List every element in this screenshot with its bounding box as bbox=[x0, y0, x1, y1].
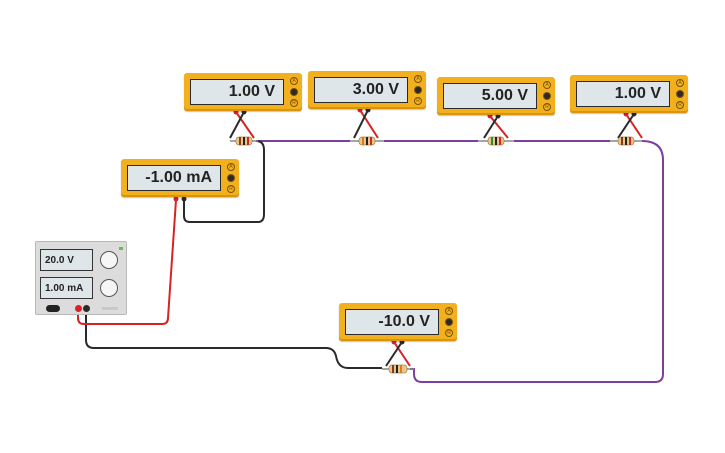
mode-v-button[interactable] bbox=[290, 88, 298, 96]
probe-leads bbox=[229, 109, 643, 367]
voltmeter-r5[interactable]: -10.0 V A R bbox=[339, 303, 457, 341]
mode-a-button[interactable]: A bbox=[414, 75, 422, 83]
mode-r-button[interactable]: R bbox=[290, 99, 298, 107]
supply-vent bbox=[102, 307, 118, 310]
voltmeter-r4[interactable]: 1.00 V A R bbox=[570, 75, 688, 113]
voltmeter-r3-display: 5.00 V bbox=[443, 83, 537, 109]
wire-supply-positive[interactable] bbox=[77, 199, 177, 325]
resistor-r1[interactable] bbox=[230, 136, 258, 146]
voltmeter-r2[interactable]: 3.00 V A R bbox=[308, 71, 426, 109]
ammeter-display: -1.00 mA bbox=[127, 165, 221, 191]
mode-a-button[interactable]: A bbox=[543, 81, 551, 89]
mode-r-button[interactable]: R bbox=[227, 185, 235, 193]
supply-voltage-display: 20.0 V bbox=[40, 249, 93, 271]
power-switch[interactable] bbox=[46, 305, 60, 312]
mode-r-button[interactable]: R bbox=[445, 329, 453, 337]
power-led-icon bbox=[119, 247, 123, 250]
wire-series-chain[interactable] bbox=[258, 140, 664, 383]
mode-v-button[interactable] bbox=[445, 318, 453, 326]
supply-current-display: 1.00 mA bbox=[40, 277, 93, 299]
mode-v-button[interactable] bbox=[414, 86, 422, 94]
mode-v-button[interactable] bbox=[227, 174, 235, 182]
voltmeter-r3[interactable]: 5.00 V A R bbox=[437, 77, 555, 115]
mode-r-button[interactable]: R bbox=[543, 103, 551, 111]
wire-supply-negative[interactable] bbox=[85, 309, 382, 369]
mode-v-button[interactable] bbox=[543, 92, 551, 100]
voltmeter-r2-display: 3.00 V bbox=[314, 77, 408, 103]
mode-a-button[interactable]: A bbox=[227, 163, 235, 171]
wire-ammeter-to-r1[interactable] bbox=[183, 140, 265, 223]
power-supply[interactable]: 20.0 V 1.00 mA bbox=[35, 241, 127, 315]
mode-v-button[interactable] bbox=[676, 90, 684, 98]
mode-r-button[interactable]: R bbox=[414, 97, 422, 105]
negative-terminal[interactable] bbox=[83, 305, 90, 312]
resistor-r5[interactable] bbox=[382, 364, 414, 374]
resistor-r3[interactable] bbox=[478, 136, 514, 146]
voltmeter-r5-display: -10.0 V bbox=[345, 309, 439, 335]
current-knob[interactable] bbox=[100, 279, 118, 297]
mode-a-button[interactable]: A bbox=[445, 307, 453, 315]
voltage-knob[interactable] bbox=[100, 251, 118, 269]
mode-a-button[interactable]: A bbox=[290, 77, 298, 85]
voltmeter-r4-display: 1.00 V bbox=[576, 81, 670, 107]
mode-a-button[interactable]: A bbox=[676, 79, 684, 87]
positive-terminal[interactable] bbox=[75, 305, 82, 312]
voltmeter-r1[interactable]: 1.00 V A R bbox=[184, 73, 302, 111]
voltmeter-r1-display: 1.00 V bbox=[190, 79, 284, 105]
mode-r-button[interactable]: R bbox=[676, 101, 684, 109]
resistor-r4[interactable] bbox=[610, 136, 642, 146]
ammeter[interactable]: -1.00 mA A R bbox=[121, 159, 239, 197]
resistor-r2[interactable] bbox=[350, 136, 384, 146]
